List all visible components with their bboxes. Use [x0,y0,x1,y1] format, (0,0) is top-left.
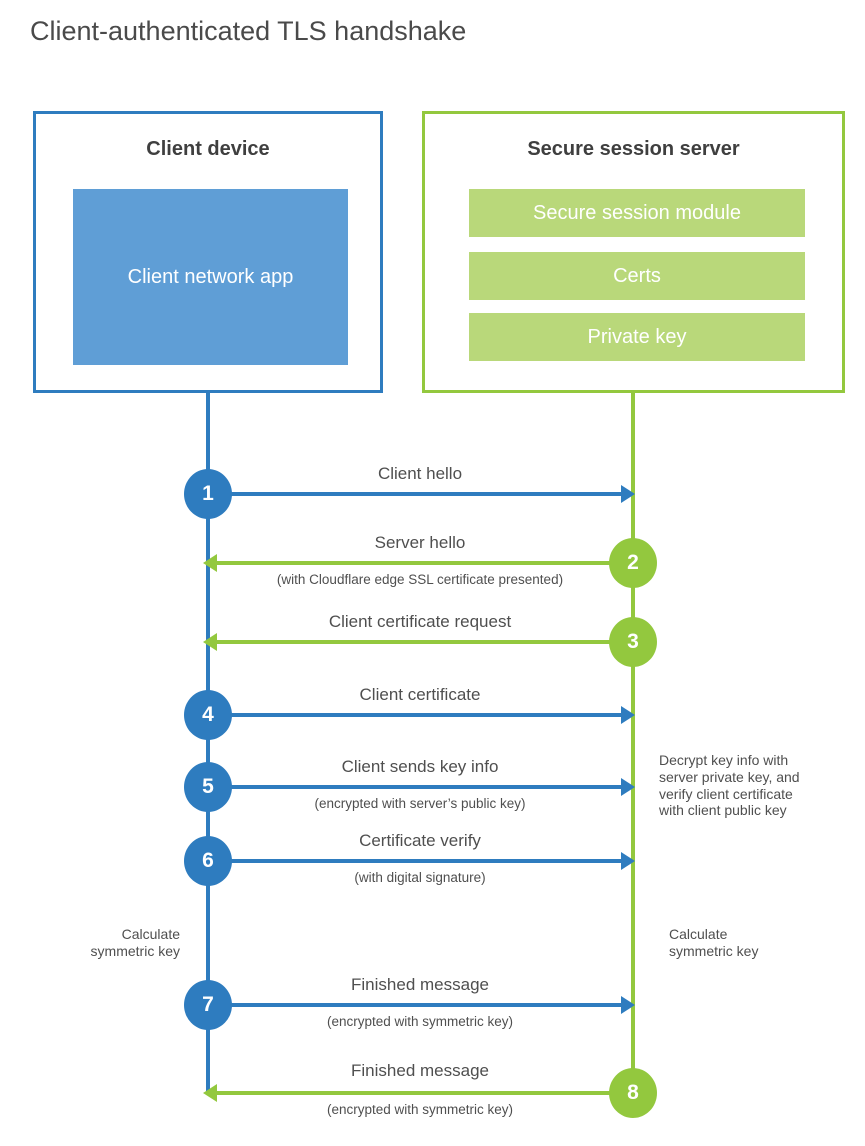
step-2-marker: 2 [609,538,657,588]
step-3-number: 3 [627,630,639,653]
client-device-heading: Client device [146,138,270,160]
step-8-label: Finished message [351,1061,489,1080]
step-6-sublabel: (with digital signature) [354,870,486,885]
secure-session-server-box: Secure session server Secure session mod… [422,111,845,393]
calculate-symmetric-key-note-client: Calculate symmetric key [56,926,180,960]
certs-bar: Certs [469,252,805,300]
calc-note-line: Calculate [669,926,728,942]
step-7-marker: 7 [184,980,232,1030]
certs-label: Certs [613,264,661,287]
step-7-arrow [208,996,635,1014]
step-3-arrow [203,633,633,651]
step-2-number: 2 [627,551,639,574]
step-5-marker: 5 [184,762,232,812]
step-8-number: 8 [627,1081,639,1104]
private-key-bar: Private key [469,313,805,361]
server-lifeline [631,393,635,1093]
step-7-number: 7 [202,993,214,1016]
step-1-number: 1 [202,482,214,505]
decrypt-note-line: verify client certificate [659,785,793,802]
step-7-sublabel: (encrypted with symmetric key) [326,1014,514,1029]
step-2-arrow [203,554,633,572]
step-4-arrow [208,706,635,724]
decrypt-note-line: Decrypt key info with [659,752,789,768]
decrypt-note-line: with client public key [659,802,787,819]
private-key-label: Private key [587,325,687,348]
step-5-label: Client sends key info [341,757,499,776]
step-2-sublabel: (with Cloudflare edge SSL certificate pr… [276,572,564,587]
step-1-marker: 1 [184,469,232,519]
calc-note-line: symmetric key [90,942,180,959]
step-3-label: Client certificate request [328,612,512,631]
decrypt-note-line: server private key, and [659,768,800,785]
step-7-label: Finished message [351,975,489,994]
step-6-marker: 6 [184,836,232,886]
step-5-number: 5 [202,775,214,798]
client-network-app-box: Client network app [73,189,348,365]
step-8-sublabel: (encrypted with symmetric key) [326,1102,514,1117]
step-4-marker: 4 [184,690,232,740]
secure-session-server-heading: Secure session server [527,138,740,160]
calc-note-line: Calculate [121,926,180,942]
step-5-sublabel: (encrypted with server’s public key) [314,796,526,811]
decrypt-note: Decrypt key info with server private key… [659,752,854,819]
client-network-app-label: Client network app [127,265,294,288]
step-2-label: Server hello [374,533,466,552]
secure-session-module-label: Secure session module [533,201,741,224]
step-4-number: 4 [202,703,214,726]
calc-note-line: symmetric key [669,942,759,959]
page-title: Client-authenticated TLS handshake [30,16,467,46]
step-8-marker: 8 [609,1068,657,1118]
step-5-arrow [208,778,635,796]
calculate-symmetric-key-note-server: Calculate symmetric key [669,926,804,960]
secure-session-module-bar: Secure session module [469,189,805,237]
step-1-arrow [208,485,635,503]
client-lifeline [206,393,210,1095]
step-8-arrow [203,1084,633,1102]
step-6-number: 6 [202,849,214,872]
step-3-marker: 3 [609,617,657,667]
step-6-arrow [208,852,635,870]
client-device-box: Client device Client network app [33,111,383,393]
step-6-label: Certificate verify [359,831,481,850]
step-1-label: Client hello [377,464,463,483]
step-4-label: Client certificate [359,685,481,704]
